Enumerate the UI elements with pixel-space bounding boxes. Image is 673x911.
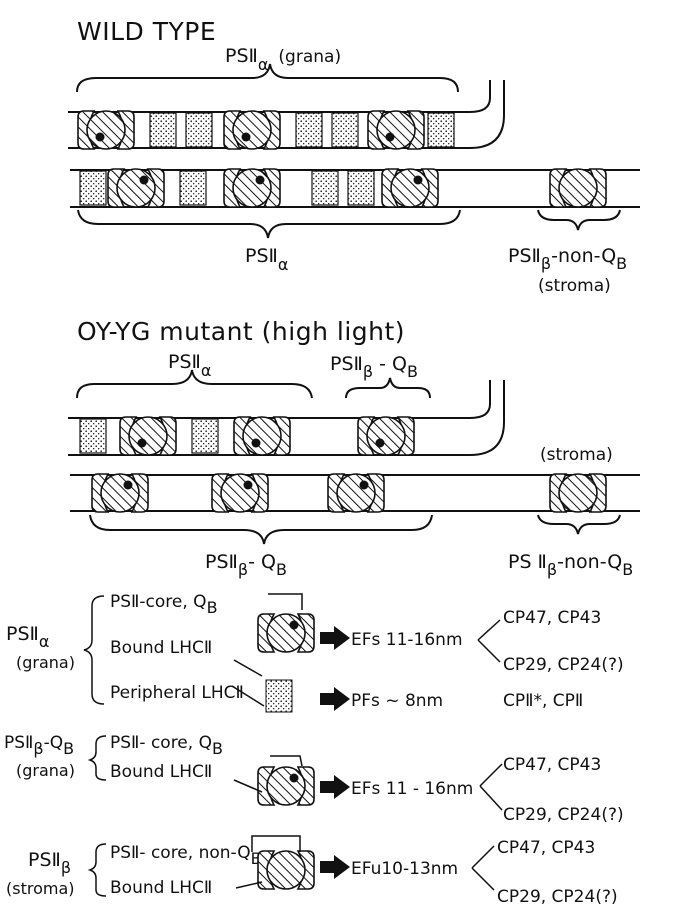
mut-bottom-left-label: PSⅡβ- QB (205, 551, 287, 579)
legend-betaqb-row-bound: Bound LHCⅡ (110, 762, 212, 782)
legend-alpha-pf-arrow (320, 687, 350, 711)
psii-core-complex (234, 417, 290, 455)
peripheral-lhcii-square (192, 419, 218, 453)
psii-core-complex (92, 474, 148, 512)
peripheral-lhcii-square (80, 171, 106, 205)
psii-beta-non-qb-complex (550, 169, 606, 207)
mut-upper-complexes (80, 417, 414, 455)
legend-betaqb-ef: EFs 11 - 16nm (351, 779, 473, 799)
peripheral-lhcii-square (150, 113, 176, 147)
peripheral-lhcii-square (186, 113, 212, 147)
wt-lower-complexes (80, 169, 606, 207)
legend-alpha-cp-pf: CPⅡ*, CPⅡ (503, 691, 583, 711)
psii-core-complex (328, 474, 384, 512)
peripheral-lhcii-square (428, 113, 454, 147)
legend-alpha-pf: PFs ~ 8nm (351, 691, 443, 711)
legend-betaqb-cp-lower: CP29, CP24(?) (503, 805, 624, 825)
peripheral-lhcii-square (180, 171, 206, 205)
legend-beta-row-core: PSⅡ- core, non-QB (110, 843, 262, 868)
legend-alpha-ef-arrow (320, 626, 350, 650)
legend-betaqb-note: (grana) (16, 761, 75, 780)
wt-stroma-label: PSⅡβ-non-QB (508, 245, 627, 273)
psii-core-complex (224, 169, 280, 207)
mut-bottom-right-label: PS Ⅱβ-non-QB (508, 551, 633, 579)
mut-bottom-left-brace (90, 515, 432, 544)
psii-beta-qb-complex (358, 417, 414, 455)
peripheral-lhcii-square (332, 113, 358, 147)
wt-bottom-brace (78, 210, 460, 238)
psii-core-complex (108, 169, 164, 207)
legend-beta-note: (stroma) (6, 879, 75, 898)
mutant-title: OY-YG mutant (high light) (77, 317, 405, 346)
legend-alpha-note: (grana) (16, 653, 75, 672)
legend-alpha-brace (84, 596, 104, 704)
mut-top-right-brace (346, 378, 430, 398)
wt-bottom-brace-label: PSⅡα (245, 245, 288, 274)
psii-core-complex (212, 474, 268, 512)
legend-beta-ef: EFu10-13nm (351, 859, 458, 879)
legend-beta-row-bound: Bound LHCⅡ (110, 878, 212, 898)
legend-beta-ef-arrow (320, 855, 350, 879)
mut-bottom-right-brace (538, 515, 620, 534)
legend-betaqb-cp-upper: CP47, CP43 (503, 755, 601, 775)
legend-betaqb-row-core: PSⅡ- core, QB (110, 733, 223, 758)
legend-alpha-lhcii-square (266, 680, 292, 712)
legend-betaqb-psii-complex (258, 767, 314, 805)
psii-core-complex (258, 851, 314, 889)
mut-stroma-note: (stroma) (540, 445, 613, 465)
legend-beta-cp-upper: CP47, CP43 (497, 838, 595, 858)
legend-alpha-cp-lower: CP29, CP24(?) (503, 655, 624, 675)
peripheral-lhcii-square (348, 171, 374, 205)
psii-core-complex (224, 111, 280, 149)
legend-beta-fork (472, 846, 494, 890)
legend-alpha-fork (478, 620, 500, 662)
wild-type-title: WILD TYPE (77, 17, 216, 46)
psii-core-complex (382, 169, 438, 207)
legend-betaqb-ef-arrow (320, 775, 350, 799)
legend-alpha-row-peripheral: Peripheral LHCⅡ (110, 683, 244, 703)
legend-alpha-row-core: PSⅡ-core, QB (110, 592, 218, 617)
wt-stroma-brace (538, 210, 620, 230)
legend-alpha-cp-upper: CP47, CP43 (503, 608, 601, 628)
legend-alpha-bound-leader (234, 660, 262, 676)
legend-beta-cp-lower: CP29, CP24(?) (497, 887, 618, 907)
legend-beta-psii-complex (258, 851, 314, 889)
legend-alpha-psii-complex (258, 614, 314, 652)
legend-betaqb-label: PSⅡβ-QB (4, 733, 74, 758)
legend-beta-label: PSⅡβ (28, 849, 71, 877)
legend-betaqb-core-leader (270, 756, 302, 766)
legend-betaqb-fork (480, 764, 502, 810)
mut-top-right-label: PSⅡβ - QB (330, 353, 418, 381)
legend-alpha-label: PSⅡα (6, 623, 49, 651)
wt-top-brace-label: PSⅡα(grana) (225, 45, 341, 74)
legend-alpha-core-leader (268, 594, 302, 610)
wt-stroma-note: (stroma) (538, 276, 611, 296)
mut-top-left-brace (77, 370, 312, 398)
peripheral-lhcii-square (312, 171, 338, 205)
psii-core-complex (258, 614, 314, 652)
psii-core-complex (78, 111, 134, 149)
psii-core-complex (368, 111, 424, 149)
legend-alpha-ef: EFs 11-16nm (351, 630, 463, 650)
psii-core-complex (120, 417, 176, 455)
psii-core-complex (258, 767, 314, 805)
wt-upper-complexes (78, 111, 454, 149)
psii-beta-non-qb-complex (550, 474, 606, 512)
legend-beta-brace (90, 844, 106, 896)
peripheral-lhcii-square (296, 113, 322, 147)
legend-betaqb-brace (90, 736, 106, 780)
legend-alpha-row-bound: Bound LHCⅡ (110, 638, 212, 658)
peripheral-lhcii-square (80, 419, 106, 453)
mut-lower-complexes (92, 474, 606, 512)
